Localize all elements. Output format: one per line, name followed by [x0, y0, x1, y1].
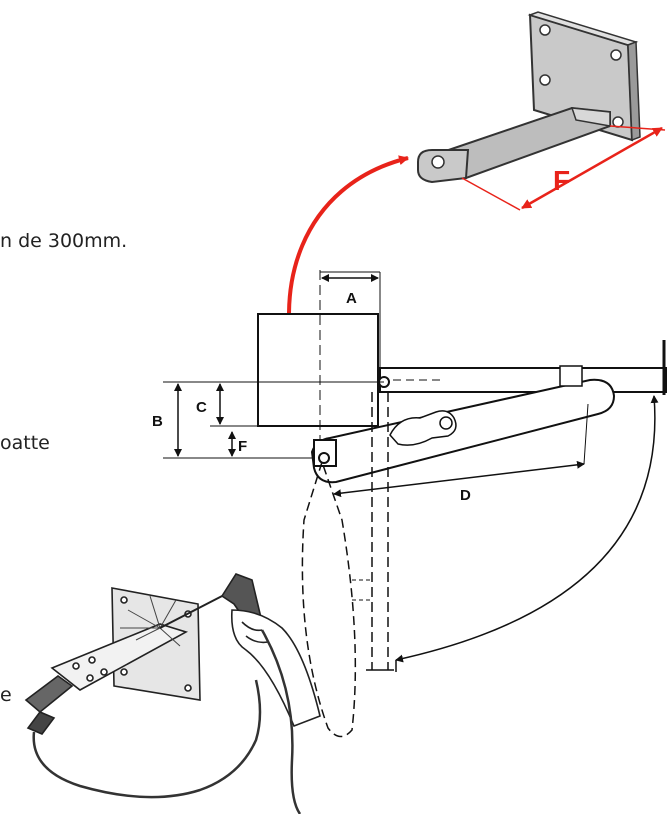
plate-hole-icon	[539, 74, 551, 86]
welding-illustration	[24, 573, 321, 814]
plate-hole-icon	[612, 116, 624, 128]
plate-hole-icon	[610, 49, 622, 61]
arm-hole-icon	[431, 155, 445, 169]
dimension-b-label: B	[152, 413, 163, 430]
dimension-d-label: D	[460, 487, 471, 504]
plate-hole-icon	[539, 24, 551, 36]
cropped-text-line-1: n de 300mm.	[0, 230, 128, 252]
bracket-length-label: F	[553, 165, 570, 196]
dimension-a-label: A	[346, 290, 357, 307]
bracket-illustration: F	[417, 11, 666, 211]
cropped-text-line-3: e	[0, 684, 12, 706]
dimension-f-label: F	[238, 438, 247, 455]
top-view-drawing	[163, 270, 667, 738]
cropped-text-line-2: oatte	[0, 432, 50, 454]
dimension-c-label: C	[196, 399, 207, 416]
